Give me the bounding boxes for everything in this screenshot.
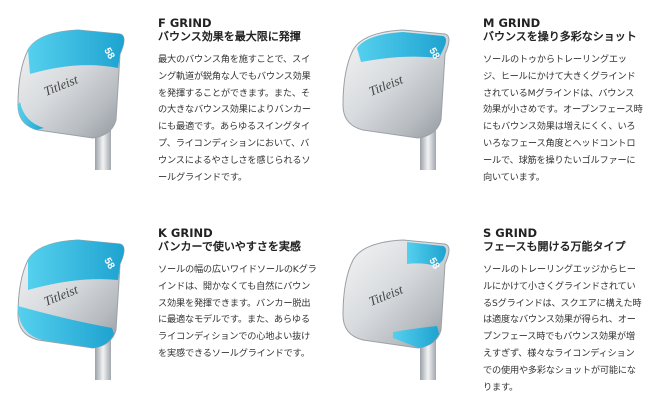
wedge-club-icon: Titleist 58: [17, 239, 125, 380]
grind-subtitle: バウンスを操り多彩なショット: [483, 30, 637, 43]
grind-name: F GRIND: [158, 16, 212, 30]
svg-text:58: 58: [101, 256, 116, 272]
grind-name: K GRIND: [158, 226, 213, 240]
grind-description: ソールの幅の広いワイドソールのKグラインドは、開かなくても自然にバウンス効果を発…: [158, 264, 317, 359]
grind-subtitle: フェースも開ける万能タイプ: [483, 240, 626, 253]
wedge-club-icon: Titleist 58: [342, 29, 450, 170]
svg-text:58: 58: [101, 46, 116, 62]
svg-text:58: 58: [426, 46, 441, 62]
grind-card-k: Titleist 58 K GRIND バンカーで使いやすさを実感 ソールの幅の…: [0, 210, 325, 420]
wedge-club-icon: Titleist 58: [342, 239, 450, 380]
grind-subtitle: バンカーで使いやすさを実感: [158, 240, 301, 253]
grind-card-f: Titleist 58 F GRIND バウンス効果を最大限に発揮 最大のバウン…: [0, 0, 325, 210]
grind-card-s: Titleist 58 S GRIND フェースも開ける万能タイプ ソールのトレ…: [325, 210, 650, 420]
grind-description: 最大のバウンス角を施すことで、スイング軌道が鋭角な人でもバウンス効果を発揮するこ…: [158, 54, 311, 183]
grind-subtitle: バウンス効果を最大限に発揮: [158, 30, 301, 43]
grind-card-m: Titleist 58 M GRIND バウンスを操り多彩なショット ソールのト…: [325, 0, 650, 210]
grind-name: M GRIND: [483, 16, 541, 30]
grind-description: ソールのトゥからトレーリングエッジ、ヒールにかけて大きくグラインドされているMグ…: [483, 54, 643, 183]
svg-text:58: 58: [426, 256, 441, 272]
wedge-club-icon: Titleist 58: [17, 29, 125, 170]
grind-description: ソールのトレーリングエッジからヒールにかけて小さくグラインドされているSグライン…: [483, 264, 642, 393]
grind-name: S GRIND: [483, 226, 538, 240]
